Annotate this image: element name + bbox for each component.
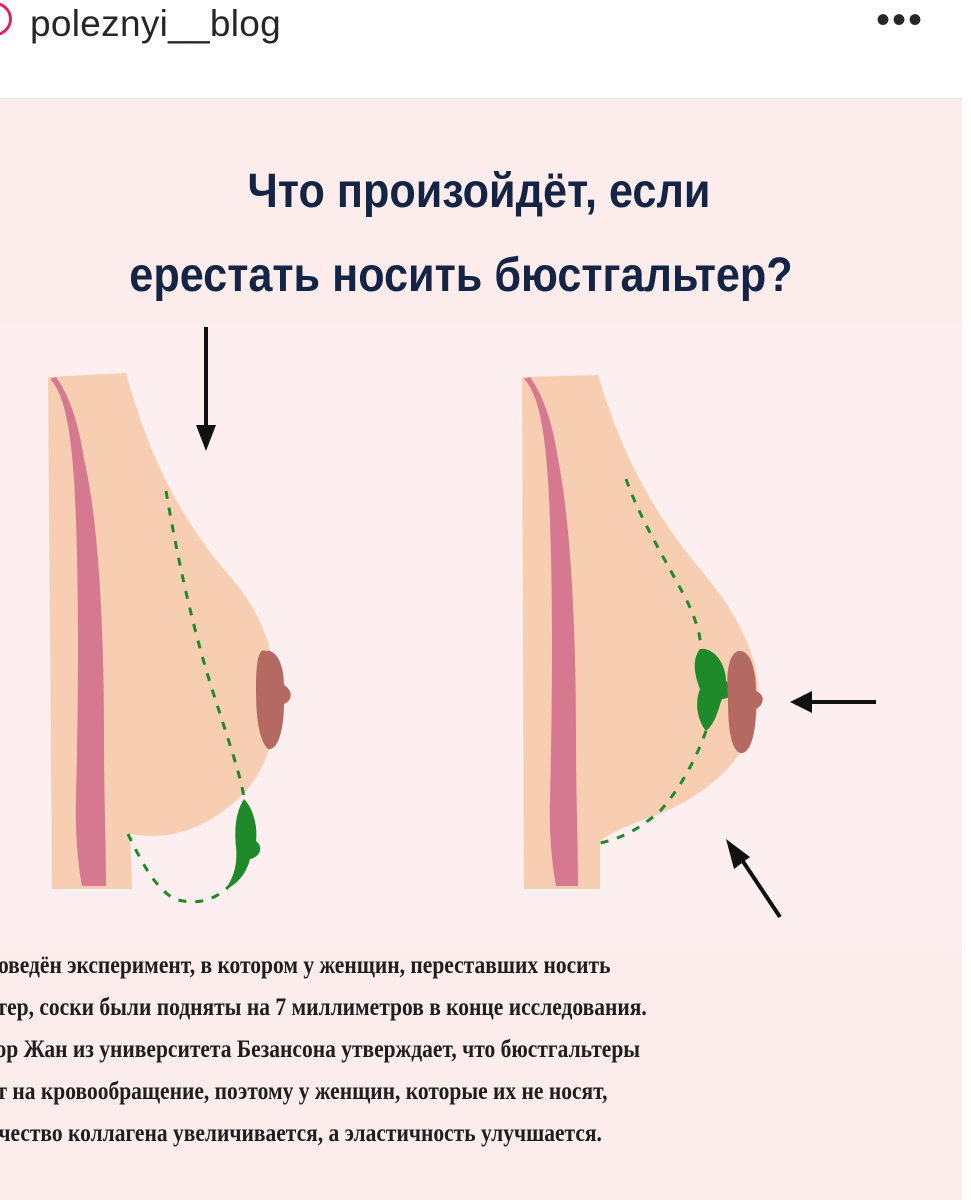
left-chest-wall [50,377,106,886]
down-arrow-head [196,425,216,451]
right-breast-skin [522,375,759,889]
right-chest-wall [524,377,578,886]
right-lower-outline [599,730,708,845]
infographic-title-line2: ерестать носить бюстгальтер? [129,249,793,302]
right-nipple [727,650,763,754]
right-breast-illustration [522,375,876,919]
up-arrow-line [738,855,782,919]
up-arrow-head [726,839,750,869]
right-mammary-gland [694,648,732,731]
description-line-2: ьтер, соски были подняты на 7 миллиметро… [0,994,647,1021]
left-breast-skin [48,373,278,889]
left-lower-outline [126,833,234,904]
profile-avatar[interactable] [0,2,12,36]
post-image[interactable]: Что произойдёт, если ерестать носить бюс… [0,99,962,1200]
left-mammary-gland [226,799,261,889]
infographic-title-line1: Что произойдёт, если [247,165,711,218]
description-line-4: от на кровообращение, поэтому у женщин, … [0,1078,608,1105]
post-header: poleznyi__blog ••• [0,0,962,99]
description-line-5: ичество коллагена увеличивается, а эласт… [0,1120,602,1147]
breast-diagram [0,324,962,949]
left-gland-outline [164,490,246,800]
left-arrow-head [790,691,812,713]
username-link[interactable]: poleznyi__blog [30,3,282,44]
description-line-3: сор Жан из университета Безансона утверж… [0,1036,641,1063]
right-gland-outline [624,478,702,650]
left-breast-illustration [48,327,291,904]
more-options-icon[interactable]: ••• [875,0,924,42]
left-nipple [256,650,291,750]
description-line-1: роведён эксперимент, в котором у женщин,… [0,952,611,979]
